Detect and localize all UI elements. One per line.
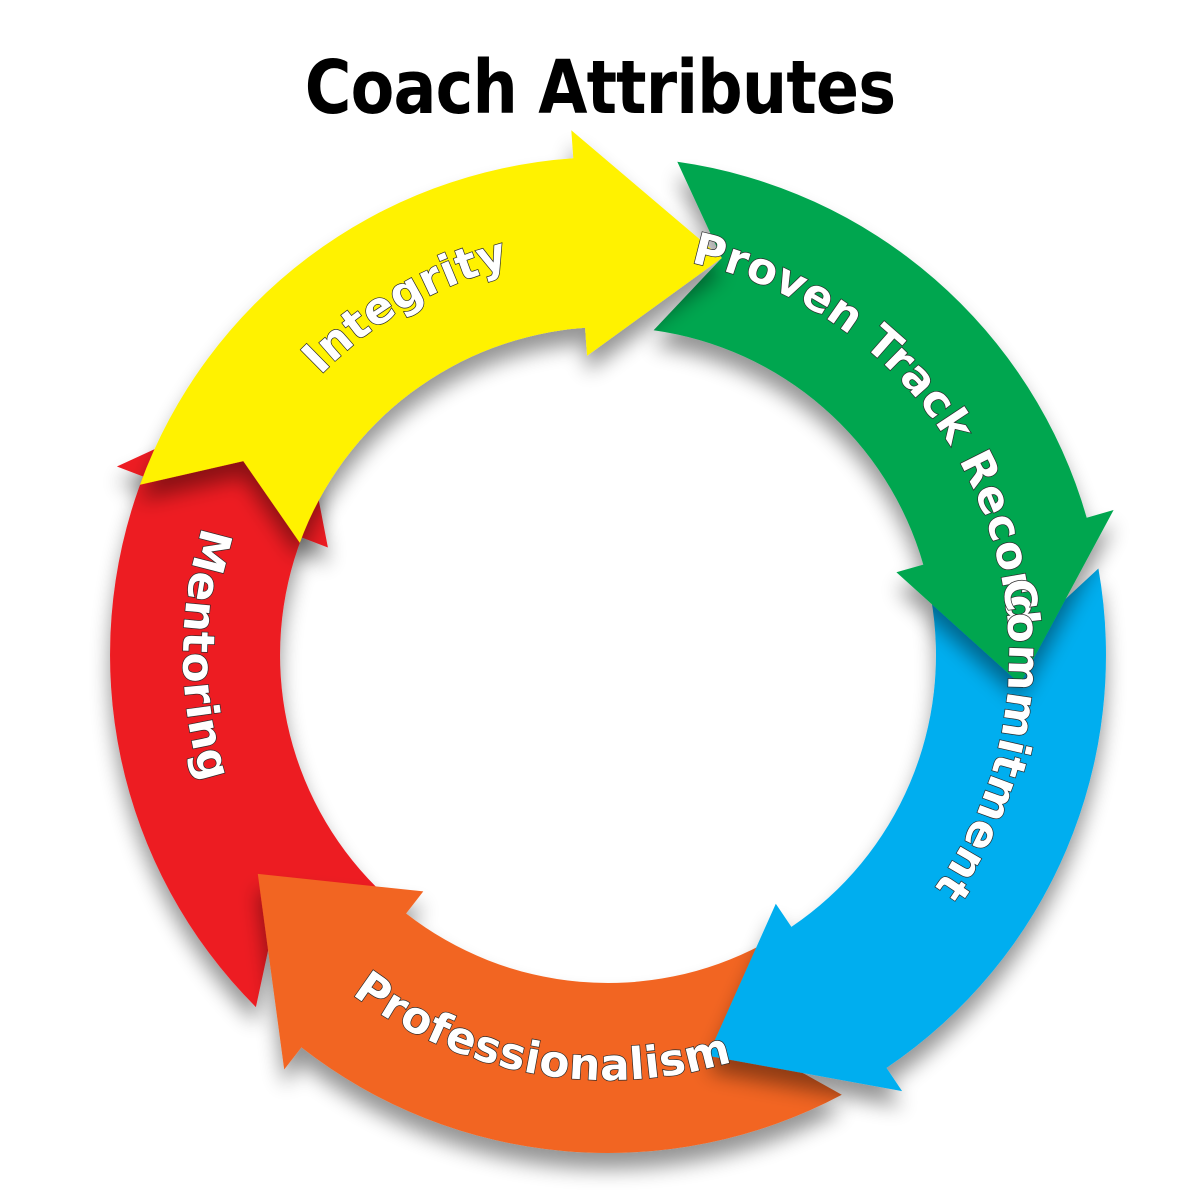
commitment-arrow-icon bbox=[707, 568, 1106, 1092]
integrity-arrow-icon bbox=[140, 130, 722, 543]
page-title: Coach Attributes bbox=[304, 45, 896, 131]
arrow-ring bbox=[110, 130, 1114, 1153]
professionalism-arrow-icon bbox=[257, 873, 842, 1153]
mentoring-arrow-icon bbox=[110, 384, 377, 1008]
proven-track-record-arrow-icon bbox=[653, 161, 1114, 684]
